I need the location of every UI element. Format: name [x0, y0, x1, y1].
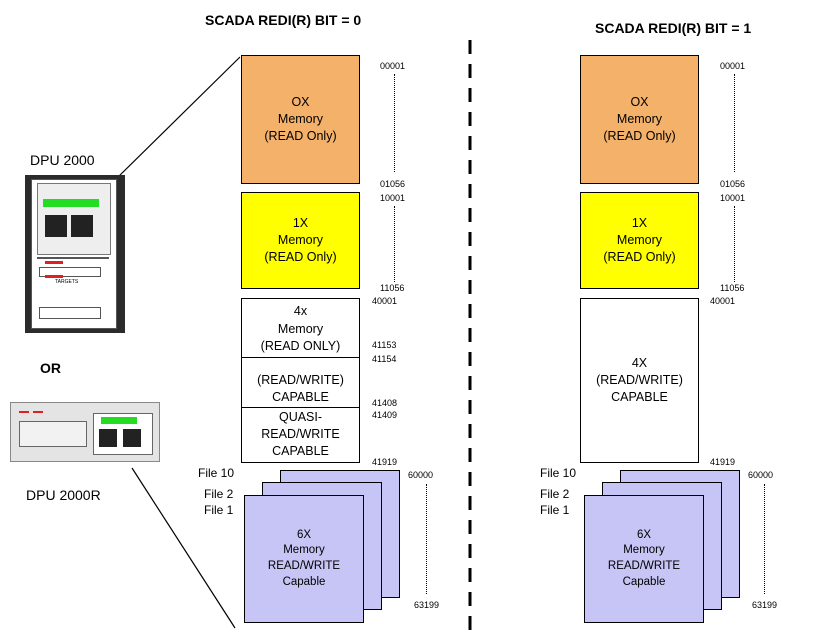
- right-1x-range-line: [734, 206, 735, 282]
- right-addr-60000: 60000: [748, 470, 774, 480]
- left-addr-60000: 60000: [408, 470, 434, 480]
- left-addr-11056: 11056: [380, 283, 405, 293]
- or-label: OR: [40, 360, 61, 376]
- left-addr-01056: 01056: [380, 179, 406, 189]
- left-addr-63199: 63199: [414, 600, 440, 610]
- left-addr-40001: 40001: [372, 296, 398, 306]
- right-header: SCADA REDI(R) BIT = 1: [595, 20, 752, 36]
- left-1x-range-line: [394, 206, 395, 282]
- dpu2000-device: TARGETS: [25, 175, 125, 333]
- right-addr-63199: 63199: [752, 600, 778, 610]
- right-ox-range-line: [734, 74, 735, 172]
- left-addr-41409: 41409: [372, 410, 398, 420]
- left-addr-41154: 41154: [372, 354, 397, 364]
- left-ox-range-line: [394, 74, 395, 172]
- left-addr-41408: 41408: [372, 398, 398, 408]
- right-6x-range-line: [764, 484, 765, 594]
- right-addr-01056: 01056: [720, 179, 746, 189]
- right-4x-memory-box: 4X(READ/WRITE)CAPABLE: [580, 298, 699, 463]
- dpu2000-label: DPU 2000: [30, 152, 95, 168]
- right-file1-label: File 1: [540, 503, 570, 517]
- left-addr-10001: 10001: [380, 193, 406, 203]
- left-file2-label: File 2: [204, 487, 234, 501]
- dpu2000r-connector-line: [131, 467, 236, 629]
- right-file10-label: File 10: [540, 466, 577, 480]
- targets-label: TARGETS: [55, 279, 79, 285]
- left-file10-label: File 10: [198, 466, 235, 480]
- right-addr-40001: 40001: [710, 296, 736, 306]
- left-addr-41919: 41919: [372, 457, 398, 467]
- right-addr-00001: 00001: [720, 61, 746, 71]
- right-addr-41919: 41919: [710, 457, 736, 467]
- dpu2000-connector-line: [114, 56, 241, 181]
- dpu2000r-device: [10, 402, 160, 462]
- left-header: SCADA REDI(R) BIT = 0: [205, 12, 362, 28]
- right-addr-10001: 10001: [720, 193, 746, 203]
- left-addr-41153: 41153: [372, 340, 397, 350]
- left-6x-range-line: [426, 484, 427, 594]
- left-4x-readwrite-section: (READ/WRITE)CAPABLE: [257, 373, 344, 404]
- right-addr-11056: 11056: [720, 283, 745, 293]
- dpu2000r-label: DPU 2000R: [26, 487, 101, 503]
- left-file1-label: File 1: [204, 503, 234, 517]
- left-addr-00001: 00001: [380, 61, 406, 71]
- right-file2-label: File 2: [540, 487, 570, 501]
